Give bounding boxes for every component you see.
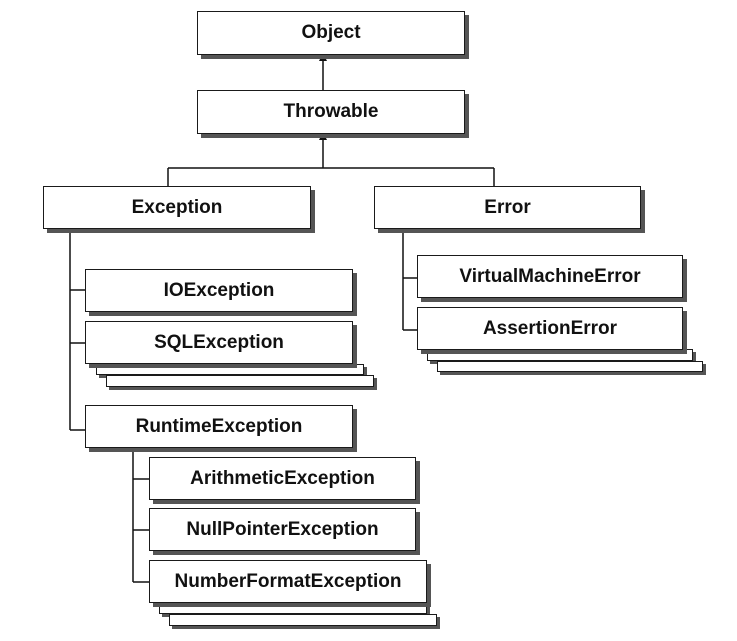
node-throwable: Throwable [197,90,465,134]
node-virtualmachineerror-label: VirtualMachineError [459,265,641,287]
node-object: Object [197,11,465,55]
node-runtimeexception-label: RuntimeException [135,415,303,437]
node-virtualmachineerror: VirtualMachineError [417,255,683,298]
node-arithmeticexception-label: ArithmeticException [190,467,375,489]
node-numberformatexception: NumberFormatException [149,560,427,603]
sqlexception-more-1 [96,364,364,375]
sqlexception-more-2 [106,375,374,387]
node-nullpointerexception: NullPointerException [149,508,416,551]
node-sqlexception-label: SQLException [154,331,284,353]
node-throwable-label: Throwable [283,101,379,122]
node-assertionerror: AssertionError [417,307,683,350]
node-error: Error [374,186,641,229]
node-exception-label: Exception [131,196,223,218]
node-exception: Exception [43,186,311,229]
node-object-label: Object [301,22,361,43]
node-numberformatexception-label: NumberFormatException [174,570,402,592]
assertionerror-more-2 [437,361,703,372]
node-runtimeexception: RuntimeException [85,405,353,448]
node-arithmeticexception: ArithmeticException [149,457,416,500]
numberformat-more-1 [159,603,427,614]
node-ioexception-label: IOException [163,279,275,301]
assertionerror-more-1 [427,349,693,361]
node-sqlexception: SQLException [85,321,353,364]
node-error-label: Error [484,196,531,218]
node-nullpointerexception-label: NullPointerException [186,518,379,540]
node-ioexception: IOException [85,269,353,312]
node-assertionerror-label: AssertionError [482,317,618,339]
numberformat-more-2 [169,614,437,626]
